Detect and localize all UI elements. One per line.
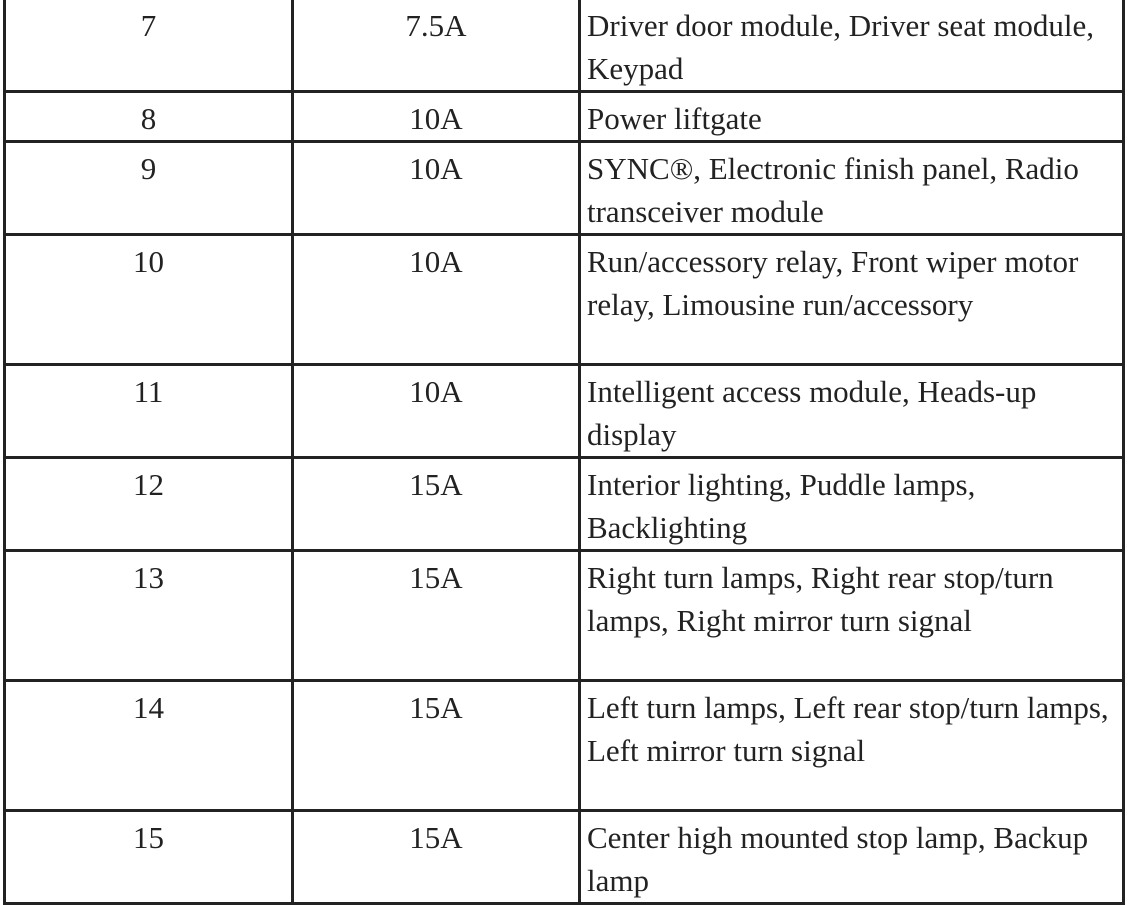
fuse-number: 13 <box>3 549 294 682</box>
protected-circuits: Left turn lamps, Left rear stop/turn lam… <box>578 679 1125 812</box>
fuse-rating: 10A <box>291 140 581 236</box>
protected-circuits: SYNC®, Electronic finish panel, Radio tr… <box>578 140 1125 236</box>
fuse-number: 14 <box>3 679 294 812</box>
fuse-rating: 15A <box>291 549 581 682</box>
fuse-number: 7 <box>3 0 294 93</box>
protected-circuits: Intelligent access module, Heads-up disp… <box>578 363 1125 459</box>
fuse-number: 8 <box>3 90 294 143</box>
fuse-rating: 15A <box>291 809 581 905</box>
protected-circuits: Run/accessory relay, Front wiper motor r… <box>578 233 1125 366</box>
fuse-rating: 15A <box>291 456 581 552</box>
fuse-number: 10 <box>3 233 294 366</box>
fuse-rating: 10A <box>291 233 581 366</box>
protected-circuits: Center high mounted stop lamp, Backup la… <box>578 809 1125 905</box>
protected-circuits: Right turn lamps, Right rear stop/turn l… <box>578 549 1125 682</box>
fuse-rating: 15A <box>291 679 581 812</box>
fuse-number: 15 <box>3 809 294 905</box>
fuse-rating: 10A <box>291 90 581 143</box>
fuse-number: 9 <box>3 140 294 236</box>
protected-circuits: Driver door module, Driver seat module, … <box>578 0 1125 93</box>
fuse-number: 11 <box>3 363 294 459</box>
protected-circuits: Power liftgate <box>578 90 1125 143</box>
fuse-number: 12 <box>3 456 294 552</box>
fuse-rating: 7.5A <box>291 0 581 93</box>
fuse-rating: 10A <box>291 363 581 459</box>
protected-circuits: Interior lighting, Puddle lamps, Backlig… <box>578 456 1125 552</box>
